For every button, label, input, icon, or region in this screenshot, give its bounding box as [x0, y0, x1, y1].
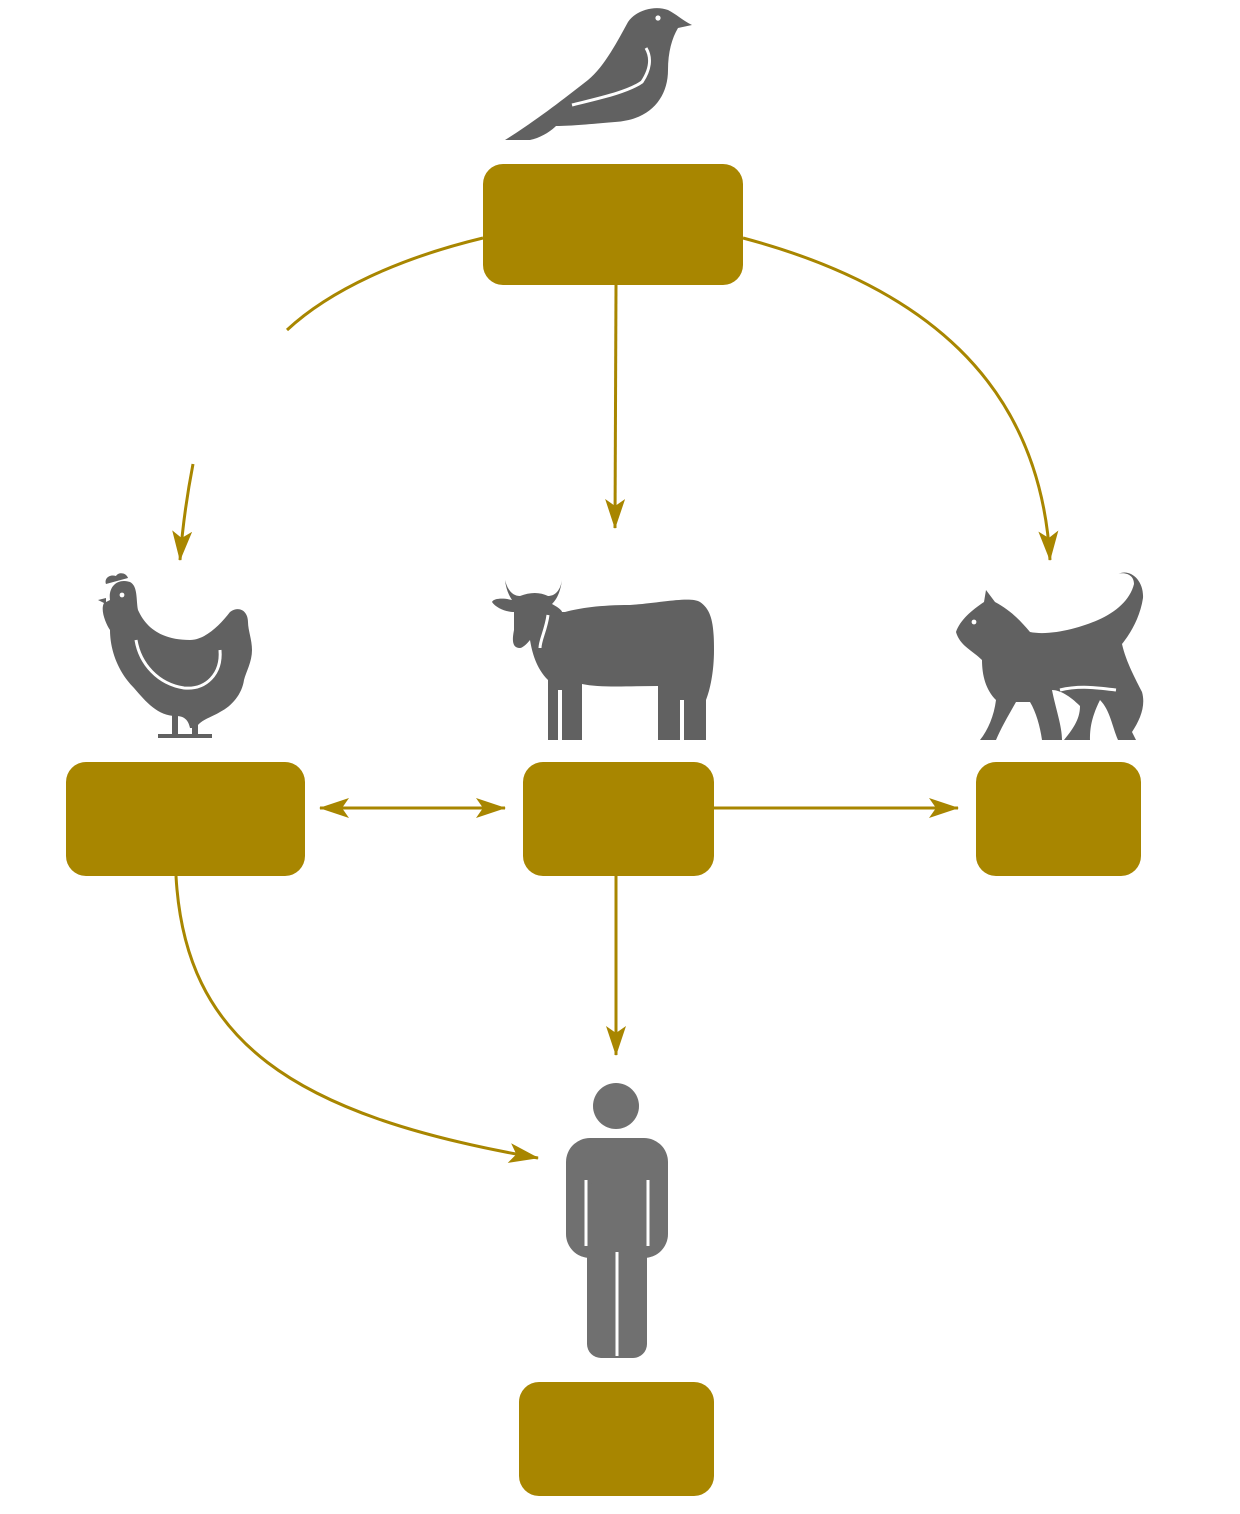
- cat-icon: [956, 572, 1144, 740]
- edge-bird-to-cat: [742, 236, 1059, 561]
- node-bird: [483, 164, 743, 285]
- node-box-cat: [976, 762, 1141, 876]
- node-cat: [976, 762, 1141, 876]
- chicken-icon: [98, 573, 252, 738]
- edge-bird-to-cow: [605, 284, 626, 529]
- person-icon: [566, 1083, 668, 1358]
- cow-icon: [492, 580, 714, 740]
- edges: [172, 236, 1059, 1163]
- node-box-cow: [523, 762, 714, 876]
- node-chicken: [66, 762, 305, 876]
- node-cow: [523, 762, 714, 876]
- node-box-chicken: [66, 762, 305, 876]
- node-box-bird: [483, 164, 743, 285]
- edge-bird-to-chicken: [285, 236, 484, 332]
- edge-chicken-to-human: [174, 875, 539, 1163]
- node-box-human: [519, 1382, 714, 1496]
- edge-bird-to-chicken-tail: [172, 463, 195, 561]
- node-human: [519, 1382, 714, 1496]
- bird-icon: [505, 8, 692, 140]
